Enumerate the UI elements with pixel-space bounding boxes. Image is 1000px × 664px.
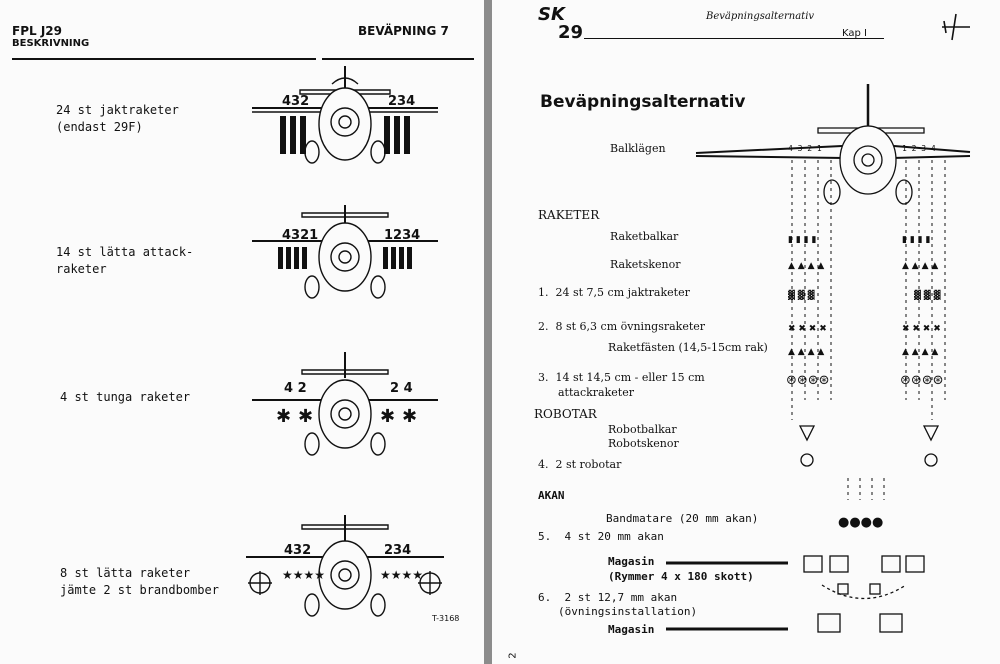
svg-text:⊛⊛⊛⊛: ⊛⊛⊛⊛ [900,373,944,388]
config-3-label-left: 4 2 [284,381,307,396]
svg-text:▓ ▓ ▓: ▓ ▓ ▓ [914,289,941,301]
svg-text:▲ ▲ ▲ ▲: ▲ ▲ ▲ ▲ [902,261,938,271]
config-4-label-left: 432 [284,543,312,558]
svg-text:▓ ▓ ▓: ▓ ▓ ▓ [788,289,815,301]
page-title: Beväpningsalternativ [540,92,746,112]
svg-text:▲ ▲ ▲ ▲: ▲ ▲ ▲ ▲ [788,347,824,357]
section-raketer: RAKETER [538,208,600,222]
right-page: SK 29 Beväpningsalternativ Kap I Beväpni… [492,0,1000,664]
svg-text:▮ ▮ ▮ ▮: ▮ ▮ ▮ ▮ [788,235,816,245]
svg-text:▮ ▮ ▮ ▮: ▮ ▮ ▮ ▮ [902,235,930,245]
page-gutter [484,0,492,664]
config-2-desc-cont: raketer [56,262,107,276]
sk-logo: SK [538,4,565,25]
label-robotbalkar: Robotbalkar [608,423,677,436]
left-page: FPL J29 BESKRIVNING BEVÄPNING 7 24 st ja… [0,0,484,664]
label-raketskenor: Raketskenor [610,258,681,271]
header-doc-type: BESKRIVNING [12,38,90,49]
label-rymmer: (Rymmer 4 x 180 skott) [608,570,754,583]
config-1-label-right: 234 [388,94,416,109]
config-1-note: (endast 29F) [56,120,143,134]
item-3: 3. 14 st 14,5 cm - eller 15 cm [538,371,705,384]
item-2: 2. 8 st 6,3 cm övningsraketer [538,320,706,333]
svg-text:★★★★: ★★★★ [282,568,325,582]
header-section-title: BEVÄPNING 7 [358,24,449,38]
header-rule [584,38,884,39]
svg-text:▲ ▲ ▲ ▲: ▲ ▲ ▲ ▲ [902,347,938,357]
item-5: 5. 4 st 20 mm akan [538,530,664,543]
svg-text:⊛⊛⊛⊛: ⊛⊛⊛⊛ [786,373,830,388]
svg-text:✱: ✱ [298,406,313,427]
config-3-label-right: 2 4 [390,381,413,396]
label-magasin-2: Magasin [608,623,655,636]
config-2-label-right: 1234 [384,228,421,243]
item-1: 1. 24 st 7,5 cm jaktraketer [538,286,690,299]
sk-logo-number: 29 [558,22,584,43]
armament-schematic: ▮ ▮ ▮ ▮ ▮ ▮ ▮ ▮ ▲ ▲ ▲ ▲ ▲ ▲ ▲ ▲ ▓ ▓ ▓ ▓ ▓ ▓… [666,84,971,633]
config-1-label-left: 432 [282,94,310,109]
label-magasin-1: Magasin [608,555,655,568]
aircraft-config-1-illustration [252,66,438,164]
item-6: 6. 2 st 12,7 mm akan [538,591,678,604]
header-center-title: Beväpningsalternativ [706,11,815,22]
config-4-desc: 8 st lätta raketer [60,566,191,580]
aircraft-config-4-illustration: ★★★★ ★★★★ [246,515,444,617]
header-rule-right [322,58,474,60]
label-raketfasten: Raketfästen (14,5-15cm rak) [608,341,768,354]
item-4: 4. 2 st robotar [538,458,622,471]
aircraft-config-2-illustration [252,205,438,299]
aircraft-config-3-illustration: ✱ ✱ ✱ ✱ [252,352,438,456]
svg-text:✖ ✖ ✖ ✖: ✖ ✖ ✖ ✖ [788,324,827,334]
config-1-desc: 24 st jaktraketer [56,103,179,117]
aircraft-icon [942,13,970,41]
svg-text:✱: ✱ [402,406,417,427]
header-rule-left [12,58,316,60]
svg-text:●●●●: ●●●● [838,515,883,530]
figure-reference: T-3168 [432,614,460,623]
svg-text:✱: ✱ [380,406,395,427]
svg-text:✖ ✖ ✖ ✖: ✖ ✖ ✖ ✖ [902,324,941,334]
svg-text:▲ ▲ ▲ ▲: ▲ ▲ ▲ ▲ [788,261,824,271]
config-3-desc: 4 st tunga raketer [60,390,191,404]
label-balklagen: Balklägen [610,142,666,155]
svg-text:★★★★: ★★★★ [380,568,423,582]
config-4-desc-cont: jämte 2 st brandbomber [60,583,219,597]
label-bandmatare: Bandmatare (20 mm akan) [606,512,759,525]
config-2-label-left: 4321 [282,228,319,243]
section-akan: AKAN [538,489,565,502]
config-4-label-right: 234 [384,543,412,558]
label-raketbalkar: Raketbalkar [610,230,679,243]
item-6-cont: (övningsinstallation) [558,605,698,618]
header-doc-code: FPL J29 [12,24,62,38]
header-chapter: Kap I [842,28,867,39]
item-3-cont: attackraketer [558,386,634,399]
config-2-desc: 14 st lätta attack- [56,245,194,259]
section-robotar: ROBOTAR [534,407,597,421]
svg-text:✱: ✱ [276,406,291,427]
label-robotskenor: Robotskenor [608,437,679,450]
